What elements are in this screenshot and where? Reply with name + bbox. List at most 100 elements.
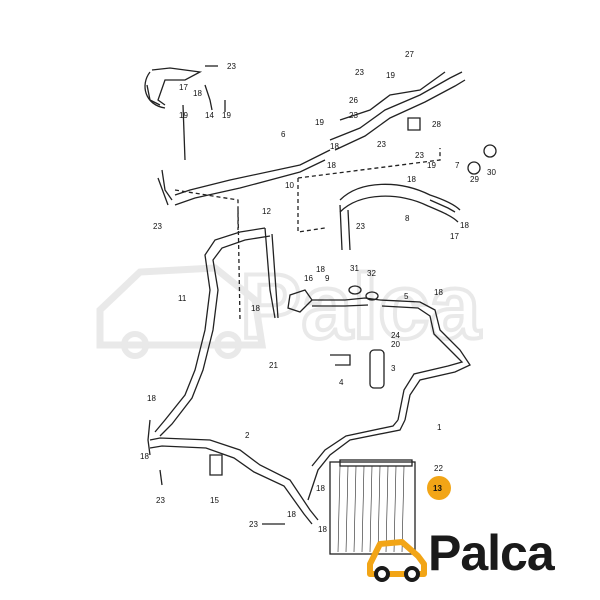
callout-29: 29 bbox=[470, 175, 479, 184]
callout-23: 23 bbox=[415, 151, 424, 160]
callout-14: 14 bbox=[205, 111, 214, 120]
callout-19: 19 bbox=[315, 118, 324, 127]
callout-16: 16 bbox=[304, 274, 313, 283]
pipe-11 bbox=[154, 227, 271, 437]
callout-24: 24 bbox=[391, 331, 400, 340]
part-15-clip bbox=[209, 454, 223, 476]
callout-18: 18 bbox=[407, 175, 416, 184]
callout-22: 22 bbox=[434, 464, 443, 473]
callout-23: 23 bbox=[377, 140, 386, 149]
callout-23: 23 bbox=[349, 111, 358, 120]
callout-23: 23 bbox=[249, 520, 258, 529]
callout-19: 19 bbox=[386, 71, 395, 80]
callout-4: 4 bbox=[339, 378, 344, 387]
pipe-top-left-2 bbox=[144, 71, 166, 109]
pipe-11-right bbox=[264, 227, 279, 319]
pipe-9 bbox=[312, 297, 381, 307]
callout-18: 18 bbox=[287, 510, 296, 519]
bracket-4 bbox=[330, 354, 351, 366]
hose-8 bbox=[339, 183, 461, 223]
watermark-wheel-left bbox=[121, 331, 149, 359]
callout-17: 17 bbox=[450, 232, 459, 241]
hose-8-lower bbox=[339, 204, 351, 251]
pipe-left-18 bbox=[147, 419, 151, 456]
pipe-upper-mid bbox=[339, 71, 446, 121]
dashed-guide-1 bbox=[174, 189, 241, 321]
drier-3 bbox=[369, 349, 385, 389]
callout-9: 9 bbox=[325, 274, 330, 283]
callout-23: 23 bbox=[355, 68, 364, 77]
callout-6: 6 bbox=[281, 130, 286, 139]
callout-18: 18 bbox=[330, 142, 339, 151]
callout-32: 32 bbox=[367, 269, 376, 278]
pipe-top-left bbox=[146, 67, 203, 106]
part-14-fitting bbox=[204, 84, 213, 111]
callout-21: 21 bbox=[269, 361, 278, 370]
condenser-bar-22 bbox=[339, 459, 413, 467]
callout-18: 18 bbox=[327, 161, 336, 170]
callout-5: 5 bbox=[404, 292, 409, 301]
callout-18: 18 bbox=[434, 288, 443, 297]
callout-28: 28 bbox=[432, 120, 441, 129]
callout-18: 18 bbox=[460, 221, 469, 230]
callout-19: 19 bbox=[222, 111, 231, 120]
part-17-18 bbox=[429, 199, 456, 213]
highlight-circle-13 bbox=[427, 476, 451, 500]
callout-18: 18 bbox=[251, 304, 260, 313]
callout-23: 23 bbox=[356, 222, 365, 231]
callout-18: 18 bbox=[316, 484, 325, 493]
callout-20: 20 bbox=[391, 340, 400, 349]
part-32-seal bbox=[365, 291, 379, 301]
callout-18: 18 bbox=[193, 89, 202, 98]
watermark-car-icon bbox=[96, 264, 267, 349]
callout-15: 15 bbox=[210, 496, 219, 505]
watermark-wheel-right bbox=[214, 331, 242, 359]
callout-19: 19 bbox=[179, 111, 188, 120]
palca-logo: Palca bbox=[366, 522, 574, 590]
callout-3: 3 bbox=[391, 364, 396, 373]
pipe-1 bbox=[307, 419, 406, 501]
pipe-6 bbox=[174, 149, 331, 196]
valve-block-16 bbox=[287, 289, 313, 313]
fitting-30 bbox=[483, 144, 497, 158]
callout-12: 12 bbox=[262, 207, 271, 216]
dashed-box bbox=[297, 148, 441, 233]
callout-31: 31 bbox=[350, 264, 359, 273]
fitting-29 bbox=[467, 161, 481, 175]
line-drawing bbox=[144, 65, 497, 555]
pipe-27 bbox=[329, 71, 466, 151]
callout-18: 18 bbox=[316, 265, 325, 274]
watermark: Palca bbox=[96, 254, 483, 360]
callout-19: 19 bbox=[427, 161, 436, 170]
callout-18: 18 bbox=[318, 525, 327, 534]
callout-2: 2 bbox=[245, 431, 250, 440]
condenser-fins bbox=[337, 465, 405, 553]
brand-name: Palca bbox=[428, 525, 555, 581]
callout-18: 18 bbox=[140, 452, 149, 461]
callout-26: 26 bbox=[349, 96, 358, 105]
callout-11: 11 bbox=[178, 294, 187, 303]
callouts: 23 23 27 19 17 18 26 19 14 19 23 28 19 6… bbox=[140, 50, 496, 534]
callout-30: 30 bbox=[487, 168, 496, 177]
part-28-clip bbox=[407, 117, 421, 131]
callout-18: 18 bbox=[147, 394, 156, 403]
callout-13: 13 bbox=[433, 484, 442, 493]
callout-1: 1 bbox=[437, 423, 442, 432]
car-icon bbox=[367, 539, 427, 582]
callout-27: 27 bbox=[405, 50, 414, 59]
callout-8: 8 bbox=[405, 214, 410, 223]
callout-10: 10 bbox=[285, 181, 294, 190]
callout-17: 17 bbox=[179, 83, 188, 92]
pipe-2 bbox=[149, 437, 319, 525]
pipe-5 bbox=[379, 299, 471, 421]
callout-23: 23 bbox=[227, 62, 236, 71]
part-31-seal bbox=[348, 285, 362, 295]
pipe-vertical-17 bbox=[182, 104, 186, 161]
pipe-left-bend bbox=[157, 169, 173, 206]
bolt-23-bottom bbox=[159, 469, 163, 486]
watermark-text: Palca bbox=[240, 256, 481, 358]
callout-23: 23 bbox=[153, 222, 162, 231]
callout-7: 7 bbox=[455, 161, 460, 170]
pipe-10 bbox=[174, 159, 326, 206]
callout-23: 23 bbox=[156, 496, 165, 505]
